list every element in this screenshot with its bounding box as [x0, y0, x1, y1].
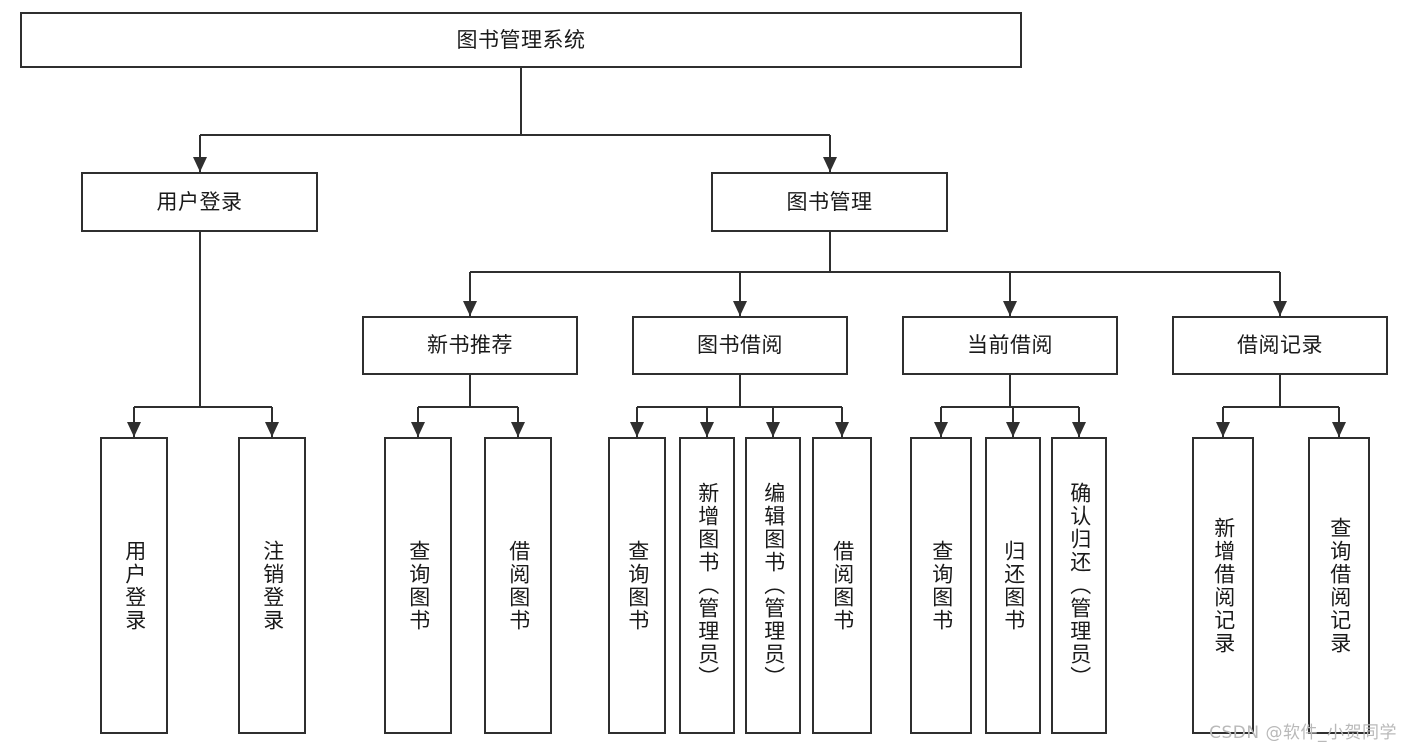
node-label: 图书借阅: [697, 333, 783, 358]
node-label: 图书管理: [786, 189, 873, 214]
node-label: 新增图书（管理员）: [695, 482, 720, 689]
connector-trunk: [469, 375, 471, 407]
connector-arrowhead: [766, 422, 780, 437]
node-label: 借阅记录: [1237, 333, 1323, 358]
node-borrow-record[interactable]: 借阅记录: [1172, 316, 1388, 375]
node-leaf-edit-book-admin[interactable]: 编辑图书（管理员）: [745, 437, 801, 734]
node-leaf-user-logout[interactable]: 注销登录: [238, 437, 306, 734]
node-label: 注销登录: [260, 539, 285, 632]
connector-arrowhead: [630, 422, 644, 437]
node-label: 查询图书: [929, 539, 954, 632]
node-label: 当前借阅: [967, 333, 1053, 358]
csdn-watermark: CSDN @软件_小贺同学: [1209, 723, 1397, 743]
connector-arrowhead: [1332, 422, 1346, 437]
node-label: 查询图书: [406, 539, 431, 632]
node-label: 借阅图书: [830, 539, 855, 632]
node-root-system[interactable]: 图书管理系统: [20, 12, 1022, 68]
connector-arrowhead: [192, 157, 207, 172]
connector-trunk: [1009, 375, 1011, 407]
connector-branch: [198, 135, 201, 172]
connector-branch: [739, 272, 741, 316]
node-new-book-recommend[interactable]: 新书推荐: [362, 316, 578, 375]
connector-arrowhead: [1006, 422, 1020, 437]
connector-bus: [199, 134, 830, 136]
node-leaf-add-borrow-record[interactable]: 新增借阅记录: [1192, 437, 1254, 734]
node-label: 查询借阅记录: [1327, 516, 1352, 655]
connector-bus: [941, 406, 1079, 408]
connector-trunk: [520, 68, 522, 135]
node-leaf-confirm-return-admin[interactable]: 确认归还（管理员）: [1051, 437, 1107, 734]
node-label: 新增借阅记录: [1211, 516, 1236, 655]
node-label: 查询图书: [625, 539, 650, 632]
node-book-manage[interactable]: 图书管理: [711, 172, 948, 232]
connector-arrowhead: [934, 422, 948, 437]
connector-arrowhead: [1072, 422, 1086, 437]
node-leaf-borrow-book[interactable]: 借阅图书: [812, 437, 872, 734]
node-label: 新书推荐: [427, 333, 513, 358]
connector-trunk: [828, 232, 831, 272]
connector-arrowhead: [733, 301, 747, 316]
node-label: 编辑图书（管理员）: [761, 482, 786, 689]
node-label: 归还图书: [1001, 539, 1026, 632]
node-leaf-user-login[interactable]: 用户登录: [100, 437, 168, 734]
node-leaf-query-book-borrow[interactable]: 查询图书: [608, 437, 666, 734]
connector-branch: [828, 135, 831, 172]
node-leaf-return-book[interactable]: 归还图书: [985, 437, 1041, 734]
connector-arrowhead: [511, 422, 525, 437]
connector-arrowhead: [700, 422, 714, 437]
node-label: 借阅图书: [506, 539, 531, 632]
connector-arrowhead: [411, 422, 425, 437]
connector-bus: [1223, 406, 1339, 408]
connector-bus: [470, 271, 1280, 273]
node-leaf-add-book-admin[interactable]: 新增图书（管理员）: [679, 437, 735, 734]
connector-trunk: [739, 375, 741, 407]
node-label: 图书管理系统: [456, 27, 586, 52]
node-leaf-query-book-current[interactable]: 查询图书: [910, 437, 972, 734]
connector-arrowhead: [822, 157, 837, 172]
connector-bus: [418, 406, 518, 408]
connector-arrowhead: [1273, 301, 1287, 316]
connector-branch: [1009, 272, 1011, 316]
connector-trunk: [198, 232, 201, 407]
connector-branch: [469, 272, 471, 316]
node-leaf-query-borrow-record[interactable]: 查询借阅记录: [1308, 437, 1370, 734]
node-leaf-query-book-recommend[interactable]: 查询图书: [384, 437, 452, 734]
connector-bus: [637, 406, 842, 408]
connector-arrowhead: [463, 301, 477, 316]
connector-arrowhead: [835, 422, 849, 437]
connector-arrowhead: [127, 422, 141, 437]
node-book-borrow[interactable]: 图书借阅: [632, 316, 848, 375]
node-user-login[interactable]: 用户登录: [81, 172, 318, 232]
connector-trunk: [1279, 375, 1281, 407]
connector-bus: [134, 406, 272, 408]
node-label: 确认归还（管理员）: [1067, 482, 1092, 689]
node-label: 用户登录: [156, 189, 243, 214]
node-leaf-borrow-book-recommend[interactable]: 借阅图书: [484, 437, 552, 734]
node-current-borrow[interactable]: 当前借阅: [902, 316, 1118, 375]
connector-arrowhead: [265, 422, 279, 437]
connector-arrowhead: [1003, 301, 1017, 316]
connector-arrowhead: [1216, 422, 1230, 437]
node-label: 用户登录: [122, 539, 147, 632]
connector-branch: [1279, 272, 1281, 316]
